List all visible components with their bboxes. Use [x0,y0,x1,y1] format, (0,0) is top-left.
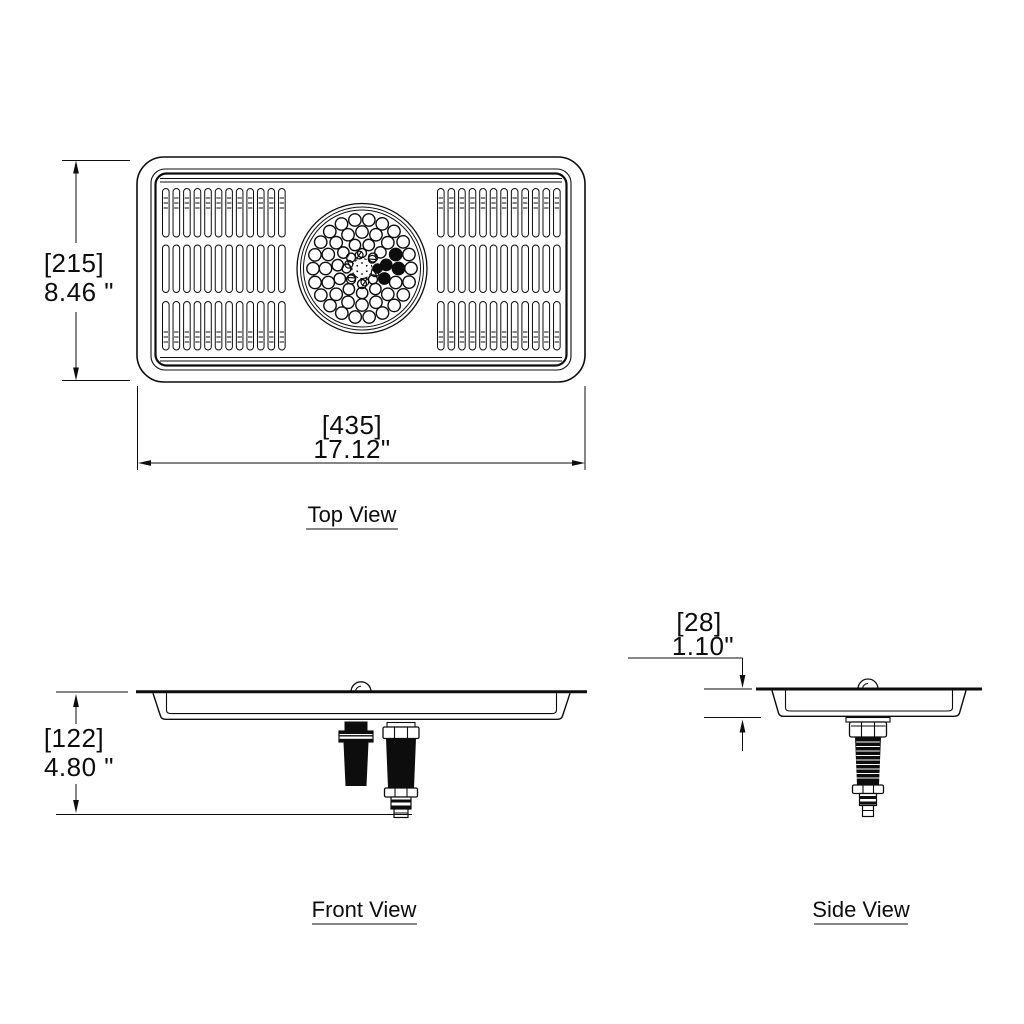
front-view-dimensions [56,691,412,815]
side-view-dimensions [628,657,761,751]
front-height-dim-mm: [122] [44,723,104,753]
side-view-label: Side View [812,897,910,922]
top-view-geometry [136,156,586,383]
top-view-label: Top View [308,502,397,527]
side-depth-dim-mm: [28] [676,607,721,637]
front-height-dim-in: 4.80 " [44,752,114,782]
top-height-dim-mm: [215] [44,248,104,278]
top-width-dim-in: 17.12" [313,434,390,464]
top-height-dim-in: 8.46 " [44,277,114,307]
front-view-label: Front View [312,897,417,922]
top-view-dimensions [62,160,586,470]
side-view-drawing: [28] 1.10" Side View [628,607,982,925]
side-depth-dim-in: 1.10" [672,631,734,661]
top-view-drawing: [215] 8.46 " [435] 17.12" Top View [44,156,586,530]
front-view-geometry [136,681,587,819]
front-view-drawing: [122] 4.80 " Front View [44,681,587,925]
top-width-dim-mm: [435] [322,410,382,440]
side-view-geometry [756,678,982,818]
